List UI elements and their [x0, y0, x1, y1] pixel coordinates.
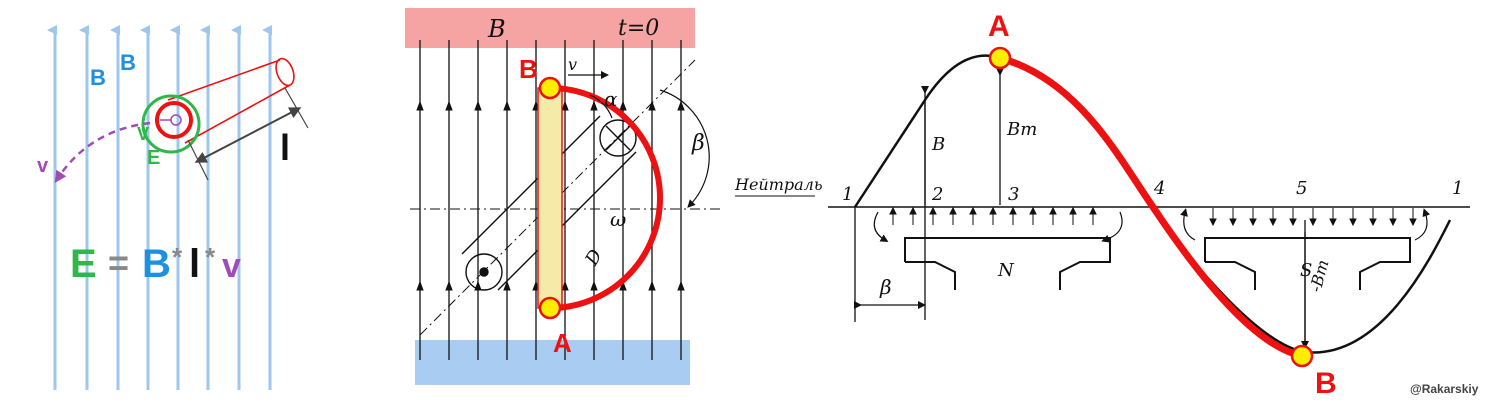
- south-pole-band: [415, 340, 690, 385]
- bm-label: Bm: [1006, 119, 1037, 140]
- beta-label: β: [691, 131, 705, 156]
- alpha-label: α: [604, 87, 618, 111]
- pole-shoe-n: [904, 237, 1111, 290]
- conductor-cross-section: [155, 101, 193, 139]
- formula-multiply: *: [172, 242, 183, 272]
- tick-label: 1: [1452, 178, 1463, 199]
- middle-field-lines: [419, 40, 682, 360]
- formula-l: l: [189, 242, 200, 286]
- formula-e: E: [70, 242, 97, 286]
- tick-label: 3: [1008, 184, 1019, 205]
- omega-label: ω: [610, 207, 626, 231]
- d-label: D: [581, 245, 607, 269]
- formula-b: B: [142, 242, 171, 286]
- north-pole-band: [405, 8, 695, 48]
- rotating-coil: [461, 115, 637, 291]
- b-label: B: [931, 134, 945, 155]
- formula-equals: =: [108, 242, 129, 283]
- highlight-half-wave: [999, 54, 1303, 360]
- tick-label: 2: [931, 184, 943, 205]
- length-dimension: [194, 107, 302, 163]
- point-b-label: B: [519, 54, 538, 84]
- field-lines: [47, 25, 272, 390]
- middle-panel: B t=0 B A v α β ω D: [405, 8, 720, 385]
- label-b: B: [90, 65, 106, 90]
- left-panel: B B V E v l E = B * l * v: [37, 25, 309, 390]
- half-turn-arc: [549, 85, 663, 311]
- tick-label: 4: [1153, 178, 1165, 199]
- point-b-label: B: [1315, 367, 1337, 400]
- label-l: l: [280, 127, 290, 168]
- point-a-label: A: [553, 328, 572, 358]
- right-panel: Нейтраль A B 1 2 3 4 5 1 B Bm -Bm N S β …: [734, 10, 1479, 400]
- pole-n-label: N: [997, 260, 1015, 281]
- formula-multiply: *: [205, 242, 216, 272]
- beta-label: β: [879, 275, 892, 299]
- v-label: v: [568, 55, 577, 74]
- formula-v: v: [222, 247, 241, 285]
- tick-label: 1: [842, 184, 853, 205]
- velocity-arc: [54, 121, 151, 183]
- neutral-label: Нейтраль: [734, 175, 823, 194]
- label-b: B: [120, 50, 136, 75]
- pole-shoe-s: [1204, 237, 1411, 290]
- time-label: t=0: [618, 16, 659, 41]
- formula: E = B * l * v: [70, 242, 241, 286]
- point-b: [538, 76, 562, 100]
- pole-s-label: S: [1300, 260, 1312, 281]
- label-v-small: V: [137, 124, 149, 144]
- watermark: @Rakarskiy: [1410, 382, 1479, 396]
- point-a: [538, 296, 562, 320]
- field-label: B: [487, 15, 506, 43]
- point-b: [1290, 344, 1314, 368]
- label-v: v: [37, 155, 49, 177]
- tick-label: 5: [1296, 178, 1307, 199]
- point-a: [988, 46, 1012, 70]
- label-e: E: [147, 147, 160, 169]
- point-a-label: A: [988, 10, 1010, 43]
- conductor-bar: [537, 87, 563, 309]
